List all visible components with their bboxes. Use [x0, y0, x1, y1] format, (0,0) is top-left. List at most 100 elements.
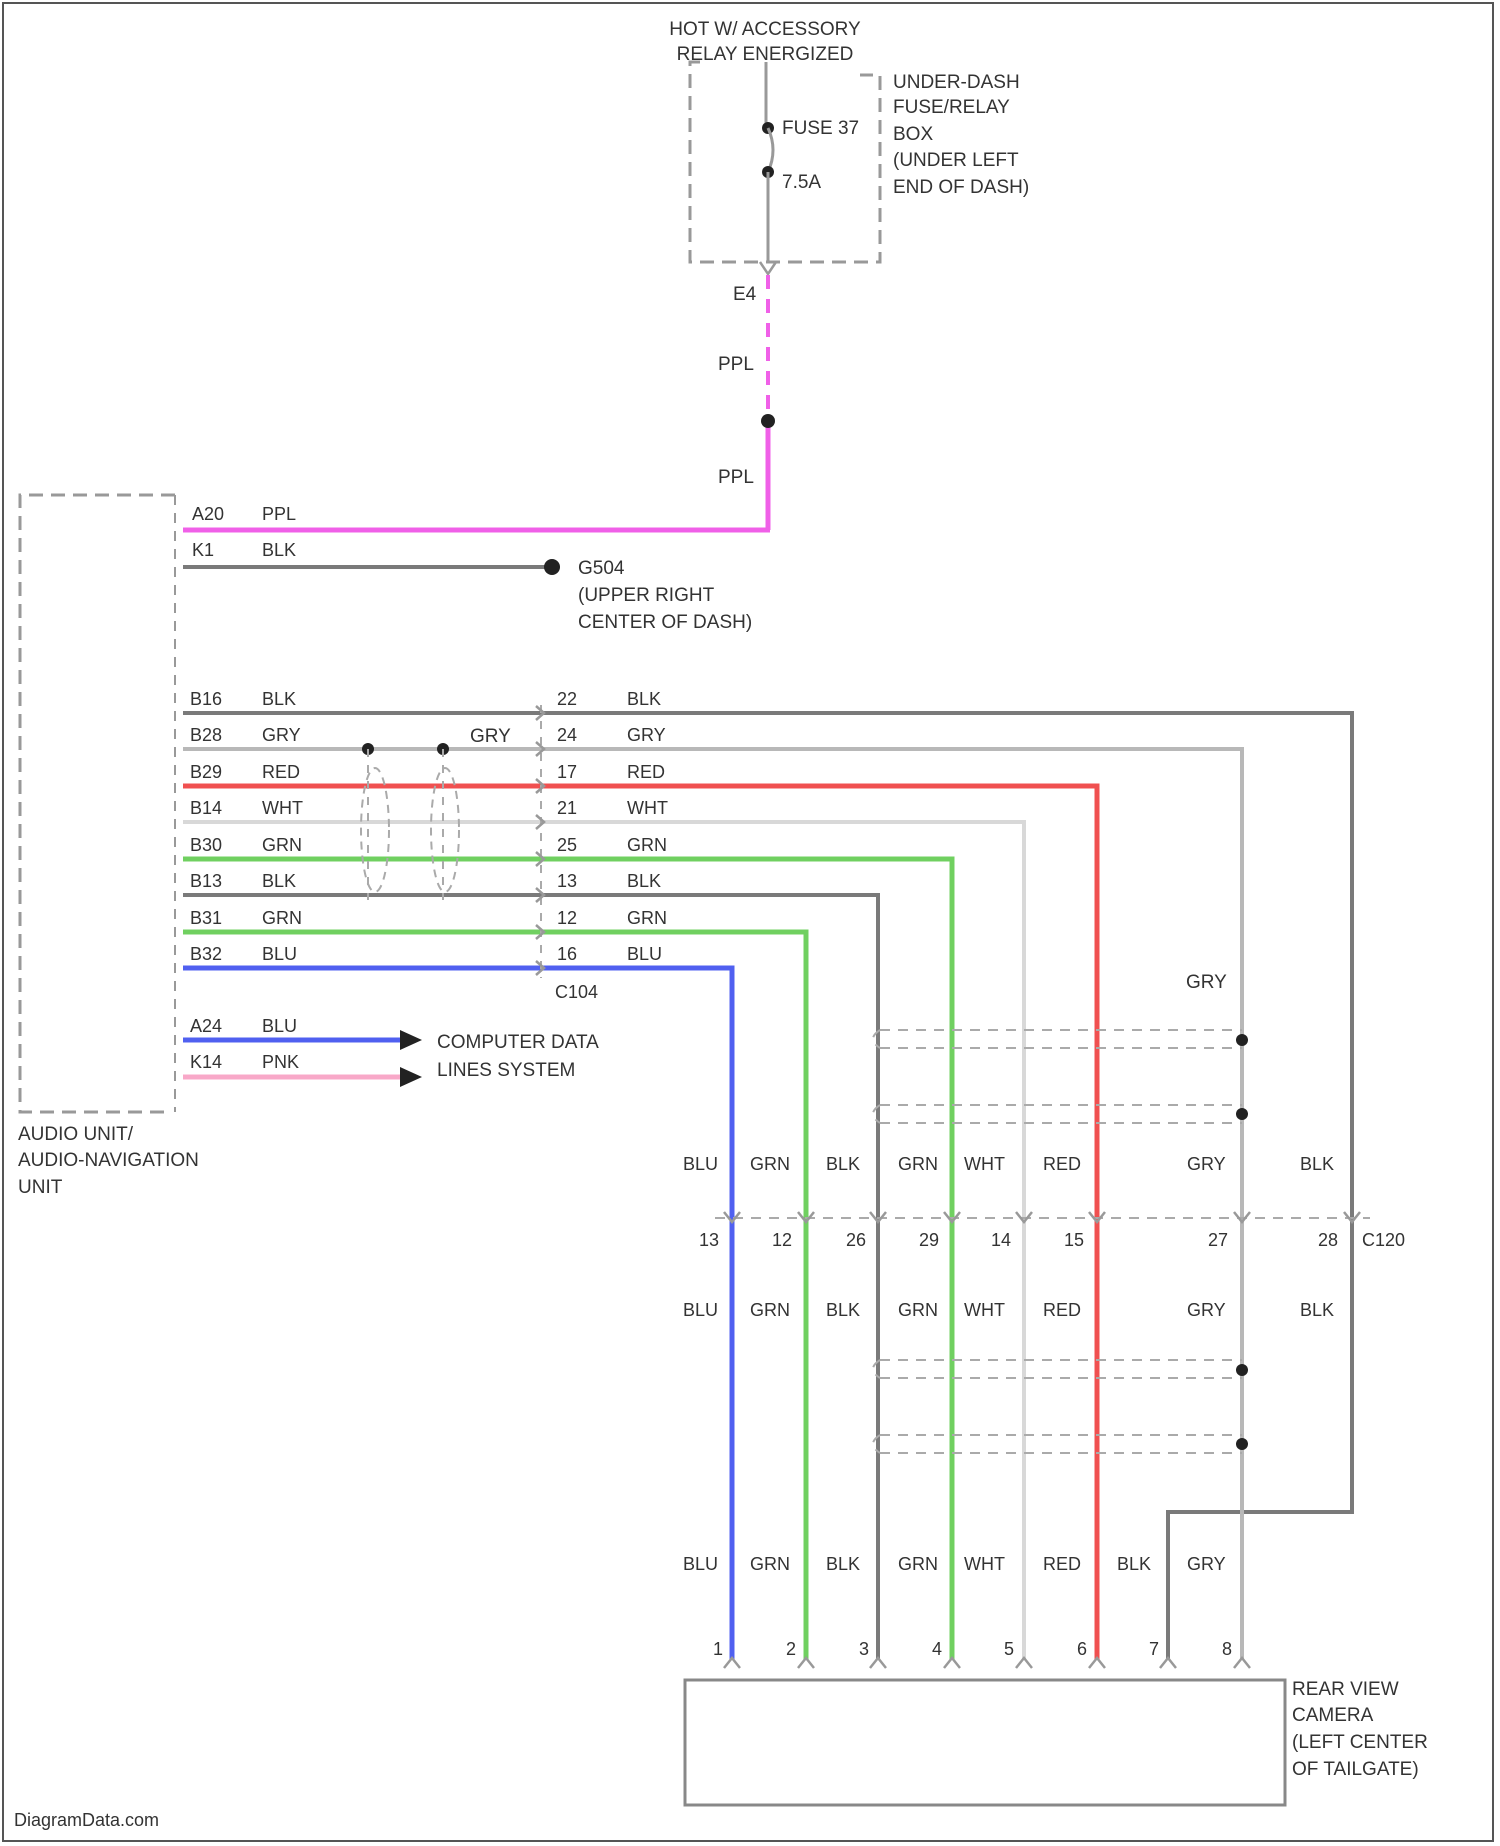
wire-wht-21 — [183, 822, 1024, 1660]
camera-box — [685, 1680, 1285, 1805]
c104-pin-22-color: BLK — [627, 689, 661, 709]
c120-wire3-lower: BLK — [826, 1300, 860, 1320]
fuse-element — [768, 128, 773, 172]
c120-wire7-upper: GRY — [1187, 1154, 1226, 1174]
c120-wire8-lower: BLK — [1300, 1300, 1334, 1320]
camera-pin-5: 5 — [1004, 1639, 1014, 1659]
audio-pin-b32: B32 — [190, 944, 222, 964]
c104-pin-24-color: GRY — [627, 725, 666, 745]
fuse-box: HOT W/ ACCESSORY RELAY ENERGIZED FUSE 37… — [669, 19, 1029, 305]
c104-pin-17: 17 — [557, 762, 577, 782]
audio-unit-name-line1: AUDIO UNIT/ — [18, 1124, 134, 1145]
c120-wire5-upper: WHT — [964, 1154, 1005, 1174]
computer-data-lines: A24 BLU K14 PNK COMPUTER DATA LINES SYST… — [183, 1016, 599, 1087]
c104-pin-13: 13 — [557, 871, 577, 891]
audio-pin-b31-color: GRN — [262, 908, 302, 928]
computer-data-label-line1: COMPUTER DATA — [437, 1032, 599, 1053]
camera-pin-8: 8 — [1222, 1639, 1232, 1659]
c104-pin-12: 12 — [557, 908, 577, 928]
fuse-rating: 7.5A — [782, 172, 821, 193]
c120-wire8-upper: BLK — [1300, 1154, 1334, 1174]
c120-wire5-lower: WHT — [964, 1300, 1005, 1320]
camera-pin-6: 6 — [1077, 1639, 1087, 1659]
fuse-box-terminal-label: E4 — [733, 284, 757, 305]
camera-name-line3: (LEFT CENTER — [1292, 1732, 1428, 1753]
power-header-line2: RELAY ENERGIZED — [677, 44, 854, 65]
fuse-box-name-line4: (UNDER LEFT — [893, 150, 1019, 171]
ppl-wire-label-lower: PPL — [718, 467, 754, 488]
camera-pin-1: 1 — [713, 1639, 723, 1659]
audio-pin-b28: B28 — [190, 725, 222, 745]
wire-blk-22 — [183, 713, 1352, 1660]
c120-wire3-upper: BLK — [826, 1154, 860, 1174]
audio-pin-k1-color: BLK — [262, 540, 296, 560]
c104-name: C104 — [555, 982, 598, 1002]
wire-grn-25 — [183, 859, 952, 1660]
c104-pin-21: 21 — [557, 798, 577, 818]
c104-pin-16: 16 — [557, 944, 577, 964]
c104-pin-25-color: GRN — [627, 835, 667, 855]
c120-wire6-lower: RED — [1043, 1300, 1081, 1320]
audio-unit-name-line3: UNIT — [18, 1177, 63, 1198]
c120-pin-26: 26 — [846, 1230, 866, 1250]
c120-wire4-lower: GRN — [898, 1300, 938, 1320]
c120-pin-12: 12 — [772, 1230, 792, 1250]
c104-pin-17-color: RED — [627, 762, 665, 782]
camera-pin-4: 4 — [932, 1639, 942, 1659]
c120-name: C120 — [1362, 1230, 1405, 1250]
fuse-box-name-line3: BOX — [893, 124, 933, 145]
audio-pin-b29-color: RED — [262, 762, 300, 782]
c104-pin-25: 25 — [557, 835, 577, 855]
audio-pin-k14-color: PNK — [262, 1052, 299, 1072]
ground-name: G504 — [578, 558, 625, 579]
fuse-box-name-line2: FUSE/RELAY — [893, 97, 1010, 118]
c120-wire2-upper: GRN — [750, 1154, 790, 1174]
camera-name-line2: CAMERA — [1292, 1705, 1374, 1726]
audio-pin-k1: K1 — [192, 540, 214, 560]
ground-location-line1: (UPPER RIGHT — [578, 585, 715, 606]
upper-camera-shield — [873, 1030, 1242, 1123]
camera-wire1-color: BLU — [683, 1554, 718, 1574]
camera-pin-2: 2 — [786, 1639, 796, 1659]
camera-wire8-color: GRY — [1187, 1554, 1226, 1574]
c120-pin-27: 27 — [1208, 1230, 1228, 1250]
wire-blk-13 — [183, 895, 878, 1660]
c120-wire7-lower: GRY — [1187, 1300, 1226, 1320]
c120-pin-28: 28 — [1318, 1230, 1338, 1250]
audio-pin-b30-color: GRN — [262, 835, 302, 855]
camera-wire7-color: BLK — [1117, 1554, 1151, 1574]
audio-pin-a24-color: BLU — [262, 1016, 297, 1036]
camera-wire5-color: WHT — [964, 1554, 1005, 1574]
audio-unit: AUDIO UNIT/ AUDIO-NAVIGATION UNIT A20 PP… — [18, 495, 296, 1198]
camera-pin-7: 7 — [1149, 1639, 1159, 1659]
fuse-box-name-line5: END OF DASH) — [893, 177, 1029, 198]
audio-pin-b28-color: GRY — [262, 725, 301, 745]
c120-top-label: GRY — [1186, 972, 1227, 993]
audio-pin-b29: B29 — [190, 762, 222, 782]
c104-pin-12-color: GRN — [627, 908, 667, 928]
audio-pin-b32-color: BLU — [262, 944, 297, 964]
data-arrow-blu — [400, 1030, 422, 1050]
ppl-feed-wire: PPL PPL — [183, 275, 775, 530]
c120-pin-15: 15 — [1064, 1230, 1084, 1250]
audio-pin-b31: B31 — [190, 908, 222, 928]
camera-wire6-color: RED — [1043, 1554, 1081, 1574]
audio-pin-k14: K14 — [190, 1052, 222, 1072]
ppl-wire-label-upper: PPL — [718, 354, 754, 375]
audio-pin-b13-color: BLK — [262, 871, 296, 891]
fuse-box-terminal — [760, 262, 776, 274]
camera-wire-labels: BLU GRN BLK GRN WHT RED BLK GRY 1 2 3 4 … — [683, 1554, 1250, 1668]
computer-data-label-line2: LINES SYSTEM — [437, 1060, 575, 1081]
audio-pin-b16: B16 — [190, 689, 222, 709]
c104-pin-21-color: WHT — [627, 798, 668, 818]
audio-pin-b14-color: WHT — [262, 798, 303, 818]
audio-pin-a20-color: PPL — [262, 504, 296, 524]
ground-location-line2: CENTER OF DASH) — [578, 612, 752, 633]
page-border — [3, 3, 1493, 1841]
camera-wire4-color: GRN — [898, 1554, 938, 1574]
ppl-splice — [761, 414, 775, 428]
fuse-box-name-line1: UNDER-DASH — [893, 72, 1020, 93]
audio-pin-b14: B14 — [190, 798, 222, 818]
c104-pin-22: 22 — [557, 689, 577, 709]
